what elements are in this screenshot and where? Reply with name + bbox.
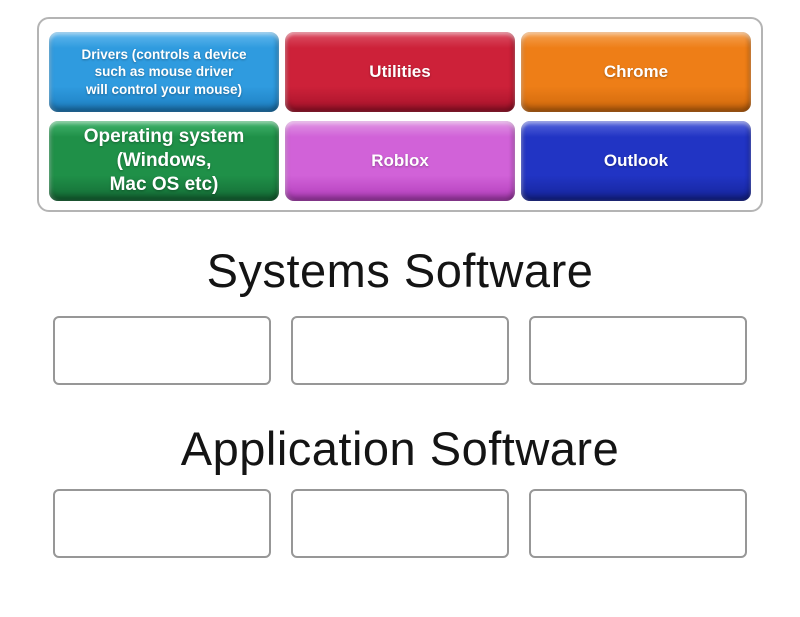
tile-chrome[interactable]: Chrome: [521, 32, 751, 112]
tile-utilities[interactable]: Utilities: [285, 32, 515, 112]
group-title-systems-software: Systems Software: [206, 244, 594, 297]
drop-slot-systems-2[interactable]: [291, 316, 509, 385]
drop-slot-systems-1[interactable]: [53, 316, 271, 385]
group-title-application-software: Application Software: [180, 422, 620, 475]
drop-slot-systems-3[interactable]: [529, 316, 747, 385]
tile-operating-system[interactable]: Operating system (Windows, Mac OS etc): [49, 121, 279, 201]
group-application-software: Application Software: [0, 421, 800, 558]
tile-tray: Drivers (controls a device such as mouse…: [37, 17, 763, 212]
tile-outlook[interactable]: Outlook: [521, 121, 751, 201]
tile-roblox[interactable]: Roblox: [285, 121, 515, 201]
drop-slot-application-1[interactable]: [53, 489, 271, 558]
application-software-slots: [0, 489, 800, 558]
drop-slot-application-2[interactable]: [291, 489, 509, 558]
systems-software-slots: [0, 316, 800, 385]
drop-slot-application-3[interactable]: [529, 489, 747, 558]
tile-drivers[interactable]: Drivers (controls a device such as mouse…: [49, 32, 279, 112]
group-systems-software: Systems Software: [0, 243, 800, 385]
